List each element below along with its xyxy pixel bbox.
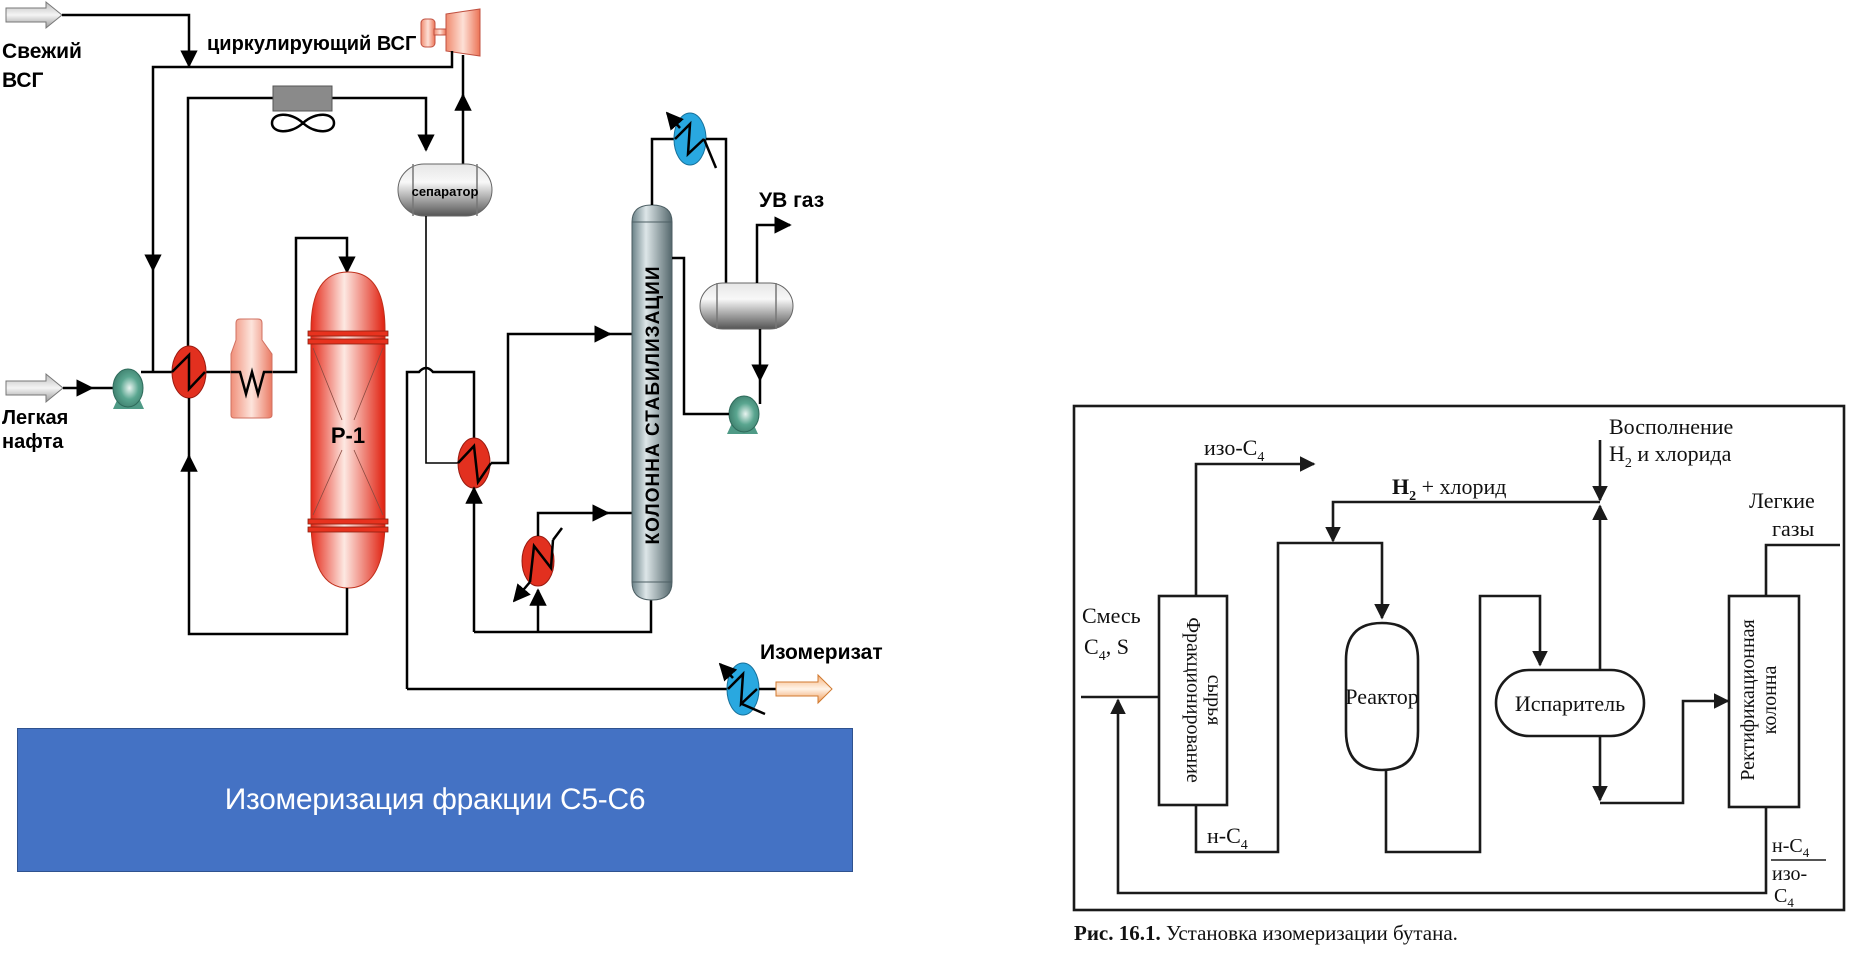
reactor-label: Р-1 xyxy=(331,423,365,448)
reactor-effluent-pipe xyxy=(180,454,349,636)
feed-label-line1: Легкая xyxy=(2,407,68,429)
rectification-column-label-line2: колонна xyxy=(1759,666,1781,735)
feed-fractionation-column xyxy=(1157,594,1229,807)
hydrocarbon-gas-label: УВ газ xyxy=(759,189,824,212)
feed-mix-label-line2: C4, S xyxy=(1084,634,1129,664)
recycle-label-bottom: C4 xyxy=(1774,885,1794,910)
feed-fractionation-label-line1: Фракционирование xyxy=(1182,617,1204,783)
stabilizer-feed-pipe xyxy=(491,325,612,465)
bottoms-recycle-pipe xyxy=(1110,698,1768,895)
product-cooler-icon xyxy=(718,662,766,716)
fresh-hydrogen-label-line1: Свежий xyxy=(2,40,82,63)
stabilizer-column-label: КОЛОННА СТАБИЛИЗАЦИИ xyxy=(643,266,664,545)
makeup-label-line2: H2 и хлорида xyxy=(1609,441,1732,471)
column-bottoms-pipe xyxy=(474,600,653,634)
reflux-drum-vessel xyxy=(699,282,794,330)
reflux-return-pipe xyxy=(672,256,729,416)
figure-frame xyxy=(1072,404,1846,912)
recycle-label-top: н-C4 xyxy=(1772,835,1810,860)
compressor-icon xyxy=(420,8,481,57)
separator-liquid-pipe xyxy=(425,216,458,464)
evaporator-vessel xyxy=(1494,668,1646,738)
separator-vessel: сепаратор xyxy=(397,163,493,217)
iso-c4-label: изо-C4 xyxy=(1204,435,1264,465)
light-naphtha-inlet-arrow-icon xyxy=(5,372,64,404)
n-c4-to-reactor-pipe xyxy=(1194,541,1390,854)
feed-label-line2: нафта xyxy=(2,431,64,453)
furnace-icon xyxy=(230,318,273,419)
fresh-hydrogen-pipe xyxy=(62,13,198,68)
separator-label: сепаратор xyxy=(412,184,479,199)
feed-mix-label-line1: Смесь xyxy=(1082,603,1141,628)
n-c4-label: н-C4 xyxy=(1207,823,1248,853)
light-gases-label-line2: газы xyxy=(1772,516,1814,541)
furnace-to-reactor-pipe xyxy=(268,236,356,374)
fresh-hydrogen-inlet-arrow-icon xyxy=(5,0,63,30)
circulating-hydrogen-label: циркулирующий ВСГ xyxy=(207,33,416,55)
circulating-hydrogen-pipe xyxy=(144,51,454,272)
stabilizer-feed-heat-exchanger-icon xyxy=(457,437,493,489)
fresh-hydrogen-label-line2: ВСГ xyxy=(2,69,44,92)
reactor-effluent-to-cooler-pipe xyxy=(186,96,435,372)
column-overhead-pipe xyxy=(650,137,674,205)
reactor-r1-vessel: Р-1 xyxy=(307,271,389,589)
isomerate-outlet-arrow-icon xyxy=(775,673,833,705)
h2-chloride-recycle-pipe xyxy=(1325,500,1600,543)
h2-chloride-label: H2 + хлорид xyxy=(1392,474,1506,504)
iso-c4-outlet-pipe xyxy=(1194,456,1316,596)
reboiler-heat-exchanger-icon xyxy=(512,527,563,603)
reactor-label: Реактор xyxy=(1345,684,1418,709)
makeup-label-line1: Восполнение xyxy=(1609,414,1733,439)
reactor-to-evaporator-pipe xyxy=(1384,594,1548,854)
air-cooler-icon xyxy=(270,85,336,133)
reboiler-return-pipe xyxy=(536,504,610,536)
recycle-label-mid: изо- xyxy=(1772,863,1807,885)
reactor-vessel xyxy=(1344,621,1420,772)
isomerate-label: Изомеризат xyxy=(760,641,883,664)
evaporator-to-column-pipe xyxy=(1600,693,1730,805)
hydrocarbon-gas-outlet-pipe xyxy=(755,216,792,283)
rectification-column xyxy=(1727,594,1801,809)
left-process-flow-diagram: Свежий ВСГ циркулирующий ВСГ сепаратор xyxy=(2,0,883,716)
feed-effluent-heat-exchanger-icon xyxy=(171,345,207,399)
reflux-pump-icon xyxy=(727,395,760,434)
feed-pump-icon xyxy=(112,368,144,409)
figure-caption: Рис. 16.1. Установка изомеризации бутана… xyxy=(1074,921,1458,945)
feed-fractionation-label-line2: сырья xyxy=(1203,675,1225,726)
condenser-to-drum-pipe xyxy=(706,137,728,283)
title-banner-text: Изомеризация фракции С5-С6 xyxy=(224,783,646,816)
rectification-column-label-line1: Ректификационная xyxy=(1737,619,1759,780)
light-gases-label-line1: Легкие xyxy=(1749,488,1815,513)
title-banner: Изомеризация фракции С5-С6 xyxy=(17,728,853,872)
right-butane-isomerization-diagram: Смесь C4, S Фракционирование сырья изо-C… xyxy=(1072,404,1846,945)
stabilizer-column: КОЛОННА СТАБИЛИЗАЦИИ xyxy=(631,204,673,601)
stabilizer-bottoms-pipe xyxy=(405,366,476,689)
overhead-condenser-icon xyxy=(665,111,718,169)
evaporator-label: Испаритель xyxy=(1515,691,1625,716)
light-gases-outlet-pipe xyxy=(1764,543,1840,596)
